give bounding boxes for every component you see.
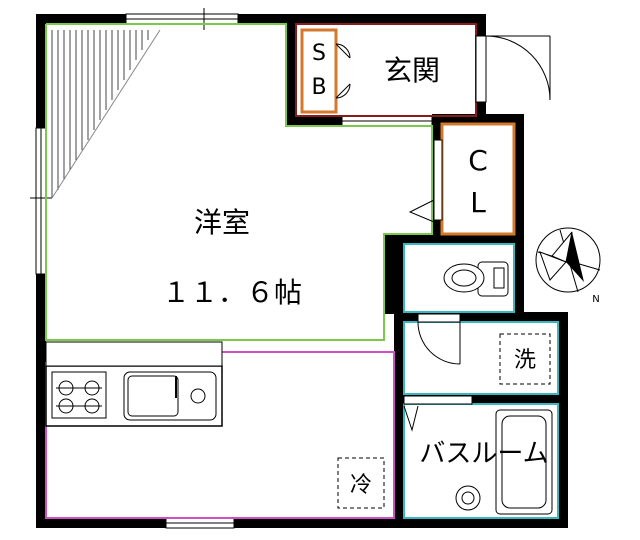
closet-label-c: C: [468, 144, 488, 177]
bathtub-icon: [495, 409, 553, 515]
closet-label-l: L: [470, 186, 486, 219]
entrance-label: 玄関: [384, 54, 440, 87]
sink-icon: [123, 371, 217, 421]
washroom-outline: [403, 321, 559, 395]
washbasin-icon: [455, 485, 481, 511]
closet-doors: [408, 139, 443, 223]
shoebox-outline: [300, 28, 338, 114]
shoebox-doors: [335, 43, 351, 99]
washroom-door[interactable]: [417, 313, 461, 365]
washer-label: 洗: [514, 348, 536, 373]
western-room-name: 洋室: [194, 206, 250, 239]
window-hatching: [51, 29, 161, 199]
bathroom-label: バスルーム: [419, 439, 548, 469]
compass-north-label: N: [592, 294, 599, 305]
compass: [535, 227, 601, 293]
stove-icon: [51, 371, 107, 419]
western-room-outline: [45, 23, 433, 341]
bathroom-outline: [403, 403, 559, 519]
windows: [30, 8, 433, 529]
fridge-label: 冷: [350, 473, 372, 498]
bathroom-door[interactable]: [403, 395, 473, 432]
western-room-size: １１．６帖: [162, 276, 302, 309]
fridge-space-box: [337, 457, 385, 509]
toilet-outline: [403, 243, 515, 313]
entrance-door[interactable]: [475, 35, 551, 103]
toilet-icon: [443, 261, 509, 297]
shoebox-label-b: B: [311, 75, 326, 100]
shoebox-label-s: S: [312, 41, 326, 66]
washer-space-box: [499, 333, 551, 385]
